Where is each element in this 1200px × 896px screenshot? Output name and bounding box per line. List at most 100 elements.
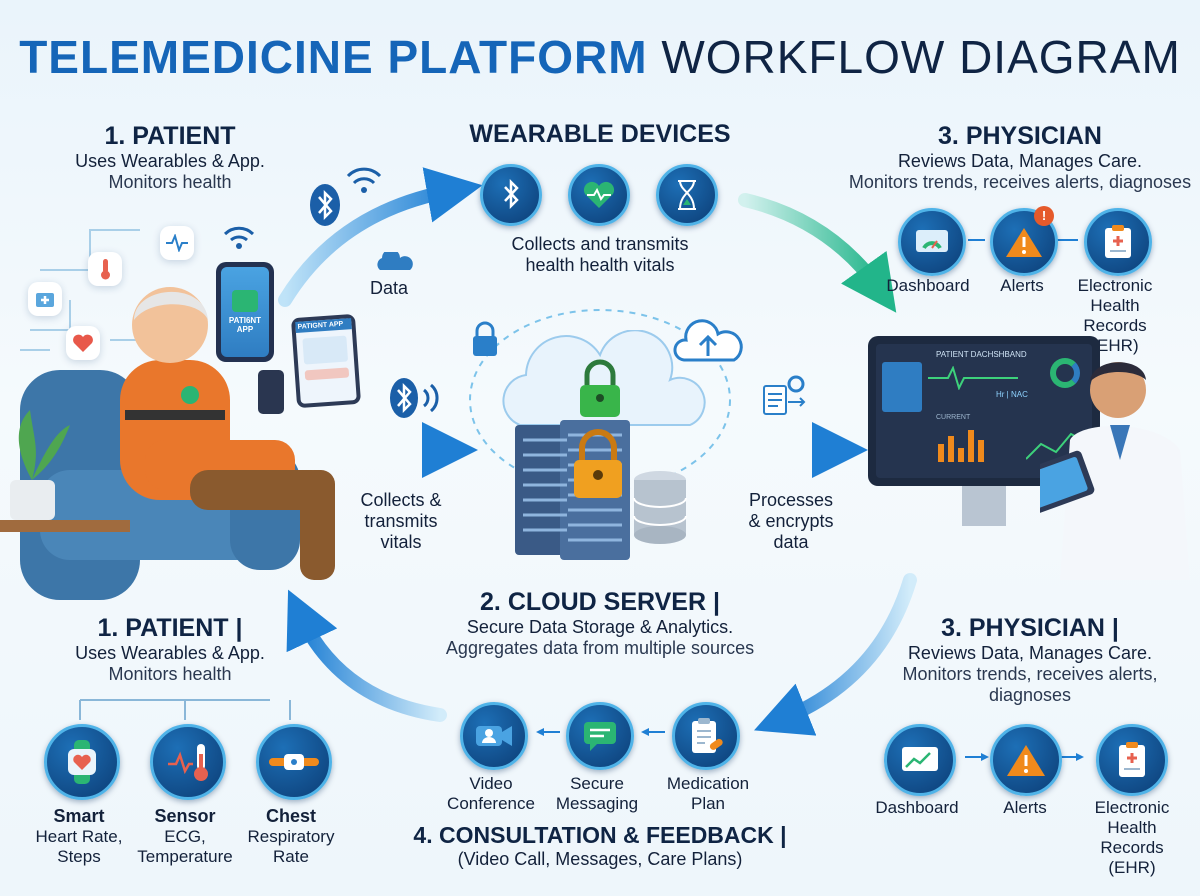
physician-bottom-dashboard-label: Dashboard bbox=[875, 798, 959, 817]
cloud-upload-icon bbox=[672, 318, 744, 369]
patient-bottom-heading: 1. PATIENT | bbox=[97, 614, 243, 642]
patient-bottom-line1: Uses Wearables & App. bbox=[75, 643, 265, 663]
physician-bottom-heading: 3. PHYSICIAN | bbox=[941, 614, 1119, 642]
patient-top-block: 1. PATIENT Uses Wearables & App. Monitor… bbox=[40, 122, 300, 193]
ehr-l3: Records bbox=[1100, 838, 1164, 857]
bluetooth-circle-icon bbox=[480, 164, 542, 226]
heart-monitor-icon bbox=[568, 164, 630, 226]
physician-top-line1: Reviews Data, Manages Care. bbox=[897, 151, 1143, 171]
processes-l1: Processes bbox=[748, 490, 834, 510]
cloud-block: 2. CLOUD SERVER | Secure Data Storage & … bbox=[380, 588, 820, 659]
physician-top-block: 3. PHYSICIAN Reviews Data, Manages Care.… bbox=[840, 122, 1200, 193]
video-icon bbox=[460, 702, 528, 770]
monitor-header: PATIENT DACHSHBAND bbox=[936, 350, 1027, 359]
phone-wifi-icon bbox=[222, 222, 256, 257]
dashboard-icon bbox=[898, 208, 966, 276]
dashboard-bottom-icon bbox=[884, 724, 956, 796]
physician-top-ehr-label: Electronic Health Records (EHR) bbox=[1077, 276, 1153, 355]
wearables-desc: Collects and transmits health health vit… bbox=[440, 234, 760, 276]
consult-medication-l2: Plan bbox=[690, 794, 726, 813]
consult-messaging-l2: Messaging bbox=[555, 794, 639, 813]
physician-top-line2: Monitors trends, receives alerts, diagno… bbox=[848, 172, 1192, 192]
device-chest-d1: Respiratory bbox=[247, 827, 335, 846]
device-smart-d2: Steps bbox=[57, 847, 101, 866]
physician-bottom-line1: Reviews Data, Manages Care. bbox=[907, 643, 1153, 663]
medical-kit-icon bbox=[28, 282, 62, 316]
wifi-icon bbox=[344, 162, 384, 203]
patient-top-heading: 1. PATIENT bbox=[104, 122, 236, 150]
collects-l2: transmits bbox=[364, 511, 438, 531]
patient-top-line1: Uses Wearables & App. bbox=[75, 151, 265, 171]
bluetooth-icon bbox=[308, 182, 342, 233]
wearables-heading: WEARABLE DEVICES bbox=[469, 120, 731, 148]
chat-icon bbox=[566, 702, 634, 770]
collects-l3: vitals bbox=[380, 532, 422, 552]
wearables-desc-line1: Collects and transmits bbox=[511, 234, 689, 254]
bluetooth-mid-icon bbox=[388, 376, 444, 425]
processes-label: Processes & encrypts data bbox=[736, 490, 846, 553]
device-smart-name: Smart bbox=[53, 806, 105, 826]
consult-block: 4. CONSULTATION & FEEDBACK | (Video Call… bbox=[380, 822, 820, 870]
consult-medication-l1: Medication bbox=[666, 774, 750, 793]
ehr-l4: (EHR) bbox=[1108, 858, 1156, 877]
monitor-stand bbox=[962, 486, 1006, 526]
tablet-device: PATIGNT APP bbox=[290, 313, 362, 409]
consult-heading: 4. CONSULTATION & FEEDBACK | bbox=[413, 822, 787, 848]
processes-l3: data bbox=[773, 532, 809, 552]
alert-icon bbox=[990, 208, 1058, 276]
consult-line1: (Video Call, Messages, Care Plans) bbox=[457, 849, 743, 869]
thermometer-icon bbox=[150, 724, 226, 800]
device-sensor-d2: Temperature bbox=[137, 847, 233, 866]
physician-top-dashboard-label: Dashboard bbox=[886, 276, 970, 295]
user-icon bbox=[232, 290, 258, 312]
cloud-data-icon bbox=[372, 249, 416, 279]
physician-bottom-block: 3. PHYSICIAN | Reviews Data, Manages Car… bbox=[860, 614, 1200, 706]
ehr-bottom-icon bbox=[1096, 724, 1168, 796]
heart-tile-icon bbox=[66, 326, 100, 360]
smartwatch-icon bbox=[44, 724, 120, 800]
physician-bottom-line2: Monitors trends, receives alerts, bbox=[902, 664, 1158, 684]
cloud-line1: Secure Data Storage & Analytics. bbox=[466, 617, 734, 637]
device-chest-label: Chest Respiratory Rate bbox=[236, 806, 346, 867]
physician-bottom-ehr-label: Electronic Health Records (EHR) bbox=[1074, 798, 1190, 878]
tablet-app-label: PATIGNT APP bbox=[295, 318, 352, 334]
phone-app-label: PATI6NT APP bbox=[228, 316, 262, 334]
ehr-l2: Health bbox=[1107, 818, 1157, 837]
consult-video-l1: Video bbox=[469, 774, 513, 793]
collects-label: Collects & transmits vitals bbox=[356, 490, 446, 553]
cloud-heading: 2. CLOUD SERVER | bbox=[480, 588, 720, 616]
alert-badge-icon: ! bbox=[1034, 206, 1054, 226]
flow-data-label: Data bbox=[370, 278, 409, 298]
physician-top-alerts-label: Alerts bbox=[1000, 276, 1044, 295]
processes-l2: & encrypts bbox=[748, 511, 834, 531]
thermometer-tile-icon bbox=[88, 252, 122, 286]
device-chest-name: Chest bbox=[265, 806, 316, 826]
ehr-icon bbox=[1084, 208, 1152, 276]
cloud-server-illustration bbox=[502, 330, 706, 560]
alert-bottom-icon bbox=[990, 724, 1062, 796]
device-smart-label: Smart Heart Rate, Steps bbox=[24, 806, 134, 867]
physician-bottom-alerts-label: Alerts bbox=[1003, 798, 1047, 817]
consult-video-l2: Conference bbox=[447, 794, 535, 813]
device-smart-d1: Heart Rate, bbox=[35, 827, 123, 846]
patient-bottom-block: 1. PATIENT | Uses Wearables & App. Monit… bbox=[40, 614, 300, 685]
physician-bottom-line3: diagnoses bbox=[988, 685, 1072, 705]
chest-strap-icon bbox=[256, 724, 332, 800]
ehr-l1: Electronic bbox=[1094, 798, 1170, 817]
physician-illustration bbox=[1040, 362, 1190, 580]
monitor-label2: Hr | NAC bbox=[996, 390, 1028, 399]
device-sensor-name: Sensor bbox=[154, 806, 216, 826]
wearables-desc-line2: health health vitals bbox=[525, 255, 675, 275]
patient-bottom-line2: Monitors health bbox=[108, 664, 232, 684]
device-chest-d2: Rate bbox=[273, 847, 309, 866]
hourglass-icon bbox=[656, 164, 718, 226]
collects-l1: Collects & bbox=[360, 490, 442, 510]
monitor-label3: CURRENT bbox=[936, 414, 971, 421]
device-sensor-d1: ECG, bbox=[164, 827, 206, 846]
consult-messaging-l1: Secure bbox=[570, 774, 624, 793]
pulse-tile-icon bbox=[160, 226, 194, 260]
